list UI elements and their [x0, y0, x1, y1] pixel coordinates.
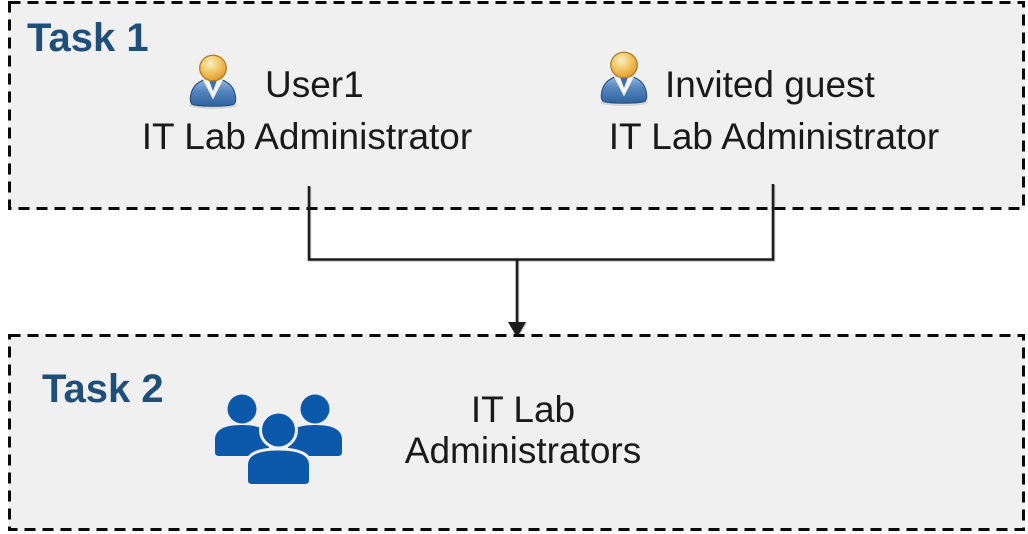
user1-role: IT Lab Administrator: [141, 116, 473, 157]
group-name: IT Lab Administrators: [323, 389, 723, 471]
task1-dashed-border: [8, 1, 1025, 210]
group-name-line1: IT Lab: [470, 389, 576, 430]
user2-role: IT Lab Administrator: [608, 116, 940, 157]
user2-name: Invited guest: [665, 64, 875, 105]
person-icon: [188, 54, 238, 109]
group-name-line2: Administrators: [404, 430, 642, 471]
task2-box: Task 2 IT Lab Administrators: [8, 334, 1025, 531]
person-icon: [599, 51, 649, 106]
task1-label: Task 1: [27, 16, 149, 60]
task1-box: Task 1 User1 IT Lab Administrator Inv: [8, 1, 1025, 210]
user1-name: User1: [265, 64, 364, 105]
people-group-icon: [215, 394, 342, 484]
task2-label: Task 2: [42, 367, 164, 411]
